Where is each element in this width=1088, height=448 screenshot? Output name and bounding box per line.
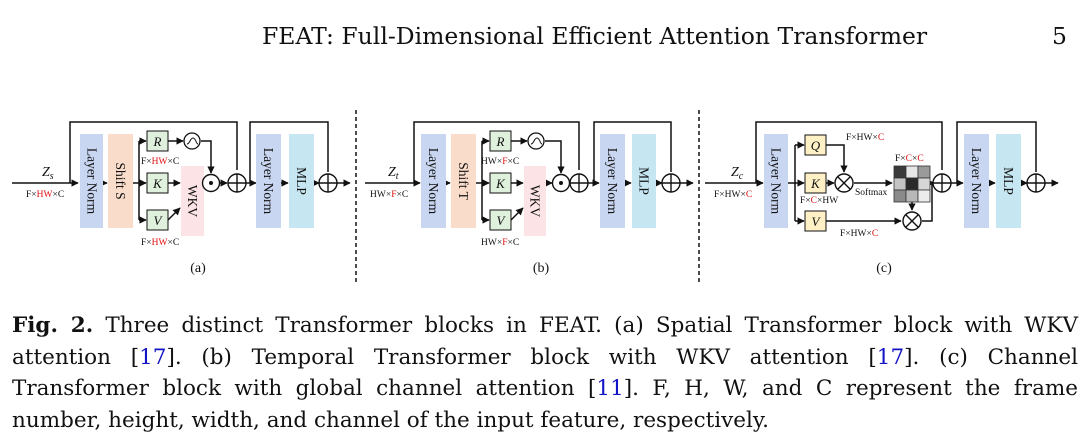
b-wkv-label: WKV bbox=[528, 185, 543, 217]
a-layer-norm-2-block bbox=[256, 134, 281, 228]
a-shift-block bbox=[108, 134, 133, 228]
c-q-dims: F×HW×C bbox=[846, 133, 884, 143]
figure-caption: Fig. 2. Three distinct Transformer block… bbox=[12, 310, 1078, 436]
a-mlp-block bbox=[289, 134, 314, 228]
b-wkv-block bbox=[524, 166, 546, 236]
c-k-box bbox=[804, 172, 827, 194]
a-panel-label: (a) bbox=[190, 261, 206, 276]
b-layer-norm-label: Layer Norm bbox=[426, 148, 441, 215]
a-wkv-label: WKV bbox=[185, 185, 200, 217]
c-layer-norm-2-block bbox=[964, 134, 989, 228]
a-layer-norm-block bbox=[80, 134, 103, 228]
b-k-label: K bbox=[495, 176, 506, 191]
c-layer-norm-block bbox=[764, 134, 788, 228]
panel-b-blocks bbox=[421, 130, 681, 236]
b-panel-label: (b) bbox=[533, 261, 550, 276]
a-layer-norm-2-label: Layer Norm bbox=[261, 148, 276, 215]
b-layer-norm-block bbox=[421, 134, 446, 228]
citation-link-17a[interactable]: 17 bbox=[139, 344, 167, 370]
c-mlp-block bbox=[996, 134, 1021, 228]
c-layer-norm-2-label: Layer Norm bbox=[969, 148, 984, 215]
a-r-box bbox=[146, 130, 169, 152]
c-input-dims: F×HW×C bbox=[714, 190, 752, 200]
figure-2: Zs F×HW×C Layer Norm Shift S R K V F×HW×… bbox=[0, 100, 1088, 294]
b-shift-block bbox=[451, 134, 476, 228]
citation-link-11[interactable]: 11 bbox=[596, 376, 624, 401]
a-v-box bbox=[146, 209, 169, 231]
panel-c-blocks bbox=[764, 134, 1046, 232]
b-v-label: V bbox=[497, 213, 507, 228]
b-input-dims: HW×F×C bbox=[370, 190, 408, 200]
b-sigmoid-icon bbox=[527, 132, 545, 150]
b-k-box bbox=[489, 172, 512, 194]
b-r-dims: HW×F×C bbox=[481, 157, 519, 167]
a-mlp-label: MLP bbox=[294, 167, 309, 195]
caption-text-3: ]. (c) Channel Transformer block with gl… bbox=[12, 344, 1079, 402]
panel-c-labels: Zc F×HW×C Layer Norm Q K V F×HW×C F×C×HW… bbox=[714, 133, 1016, 276]
b-shift-label: Shift T bbox=[456, 162, 471, 200]
b-r-label: R bbox=[496, 134, 505, 149]
c-v-dims: F×HW×C bbox=[840, 229, 878, 239]
c-input-label: Zc bbox=[731, 165, 744, 182]
b-layer-norm-2-label: Layer Norm bbox=[605, 148, 620, 215]
a-input-dims: F×HW×C bbox=[26, 190, 64, 200]
b-input-label: Zt bbox=[388, 165, 399, 182]
a-k-box bbox=[146, 172, 169, 194]
running-title: FEAT: Full-Dimensional Efficient Attenti… bbox=[262, 22, 928, 50]
page-number: 5 bbox=[1052, 22, 1067, 50]
caption-label: Fig. 2. bbox=[12, 313, 94, 338]
b-layer-norm-2-block bbox=[600, 134, 625, 228]
c-q-box bbox=[804, 134, 827, 156]
c-v-box bbox=[804, 210, 827, 232]
caption-text-2: ]. (b) Temporal Transformer block with W… bbox=[166, 344, 877, 370]
c-k-dims: F×C×HW bbox=[800, 196, 838, 206]
a-wkv-block bbox=[181, 166, 204, 236]
a-k-label: K bbox=[152, 176, 163, 191]
c-k-label: K bbox=[810, 176, 821, 191]
a-layer-norm-label: Layer Norm bbox=[85, 148, 100, 215]
c-layer-norm-label: Layer Norm bbox=[769, 148, 784, 215]
a-r-dims: F×HW×C bbox=[141, 157, 179, 167]
panel-a-spatial-block bbox=[12, 121, 351, 224]
caption-text-4: ]. F, H, W, and C represent the frame nu… bbox=[12, 376, 1078, 433]
c-v-label: V bbox=[812, 214, 822, 229]
b-v-box bbox=[489, 209, 512, 231]
panel-a-labels: Zs F×HW×C Layer Norm Shift S R K V F×HW×… bbox=[26, 134, 309, 276]
c-q-label: Q bbox=[811, 138, 821, 153]
caption-text-1: Three distinct Transformer blocks in FEA… bbox=[12, 313, 1078, 370]
c-panel-label: (c) bbox=[876, 261, 892, 276]
panel-b-temporal-block bbox=[365, 121, 694, 224]
c-attention-map bbox=[893, 165, 931, 203]
a-v-dims: F×HW×C bbox=[141, 238, 179, 248]
a-sigmoid-icon bbox=[183, 132, 201, 150]
a-input-label: Zs bbox=[42, 165, 54, 182]
panel-a-blocks bbox=[80, 130, 338, 236]
citation-link-17b[interactable]: 17 bbox=[876, 344, 905, 370]
a-shift-label: Shift S bbox=[113, 162, 128, 199]
c-softmax-label: Softmax bbox=[855, 187, 887, 198]
a-r-label: R bbox=[153, 134, 162, 149]
panel-b-labels: Zt HW×F×C Layer Norm Shift T R K V HW×F×… bbox=[370, 134, 652, 276]
figure-diagram: Zs F×HW×C Layer Norm Shift S R K V F×HW×… bbox=[12, 110, 1059, 282]
c-attention-dims: F×C×C bbox=[895, 154, 924, 164]
b-r-box bbox=[489, 130, 512, 152]
c-mlp-label: MLP bbox=[1001, 167, 1016, 195]
a-v-label: V bbox=[154, 213, 164, 228]
b-v-dims: HW×F×C bbox=[481, 238, 519, 248]
b-mlp-label: MLP bbox=[637, 167, 652, 195]
b-mlp-block bbox=[632, 134, 656, 228]
